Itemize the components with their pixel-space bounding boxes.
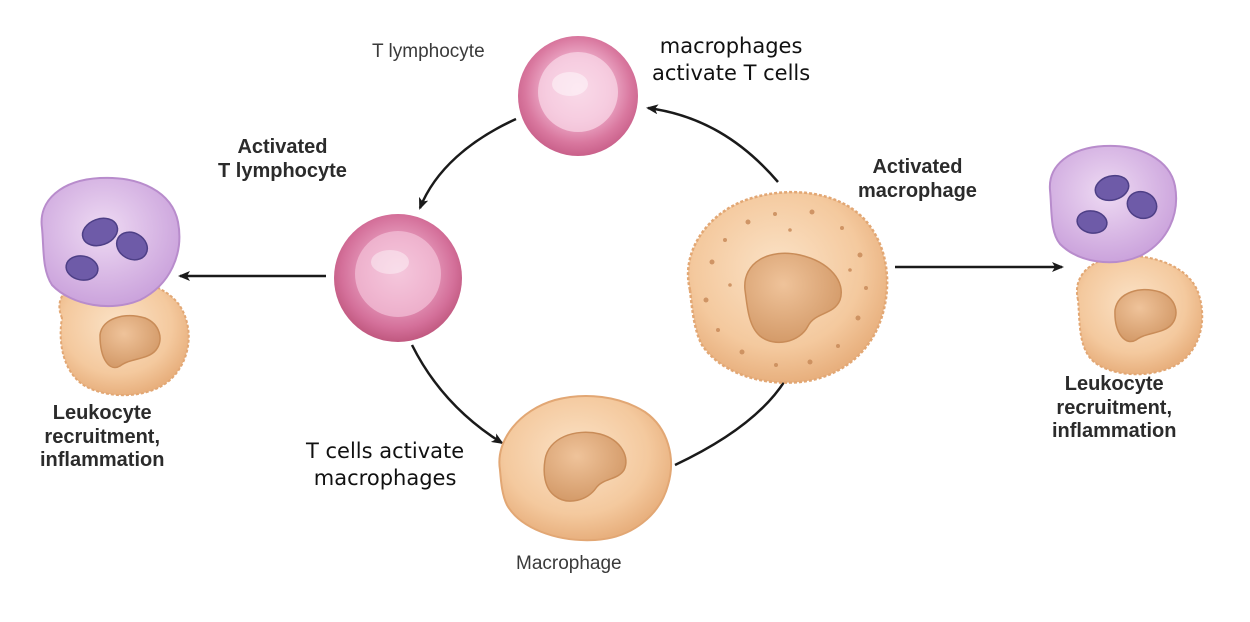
activated-macrophage-cell bbox=[686, 190, 889, 384]
label-line: Activated bbox=[237, 136, 328, 158]
activated-t-lymphocyte-cell bbox=[334, 214, 462, 342]
label-right-outcome: Leukocyte recruitment, inflammation bbox=[1052, 373, 1176, 444]
callout-macrophages-activate-t-cells: macrophages activate T cells bbox=[652, 33, 810, 88]
macrophage-cell bbox=[498, 395, 672, 542]
label-activated-macrophage: Activated macrophage bbox=[858, 156, 977, 203]
left-outcome-cells bbox=[40, 176, 190, 397]
label-line: Activated bbox=[872, 156, 963, 178]
label-t-lymphocyte: T lymphocyte bbox=[372, 41, 485, 62]
arrow-activated-t-to-macrophage bbox=[410, 344, 504, 445]
label-line: inflammation bbox=[40, 449, 165, 472]
arrow-t-to-activated-t bbox=[418, 117, 517, 210]
callout-line: macrophages bbox=[659, 34, 803, 58]
label-activated-t-lymphocyte: Activated T lymphocyte bbox=[218, 136, 347, 183]
callout-line: activate T cells bbox=[652, 61, 811, 86]
callout-line: T cells activate bbox=[306, 439, 465, 463]
label-line: macrophage bbox=[858, 179, 977, 202]
right-outcome-cells bbox=[1048, 144, 1204, 376]
label-line: Leukocyte bbox=[1064, 373, 1164, 395]
label-line: inflammation bbox=[1052, 420, 1177, 443]
label-line: recruitment, bbox=[44, 425, 161, 448]
label-macrophage: Macrophage bbox=[516, 553, 622, 574]
arrow-activated-macrophage-to-t bbox=[646, 104, 779, 183]
label-line: Leukocyte bbox=[52, 402, 152, 424]
label-line: T lymphocyte bbox=[218, 159, 347, 182]
label-left-outcome: Leukocyte recruitment, inflammation bbox=[40, 402, 164, 473]
callout-t-cells-activate-macrophages: T cells activate macrophages bbox=[306, 438, 464, 493]
arrow-macrophage-to-activated-macrophage bbox=[674, 370, 792, 467]
label-line: recruitment, bbox=[1056, 396, 1173, 419]
t-lymphocyte-cell bbox=[518, 36, 638, 156]
callout-line: macrophages bbox=[313, 466, 457, 491]
